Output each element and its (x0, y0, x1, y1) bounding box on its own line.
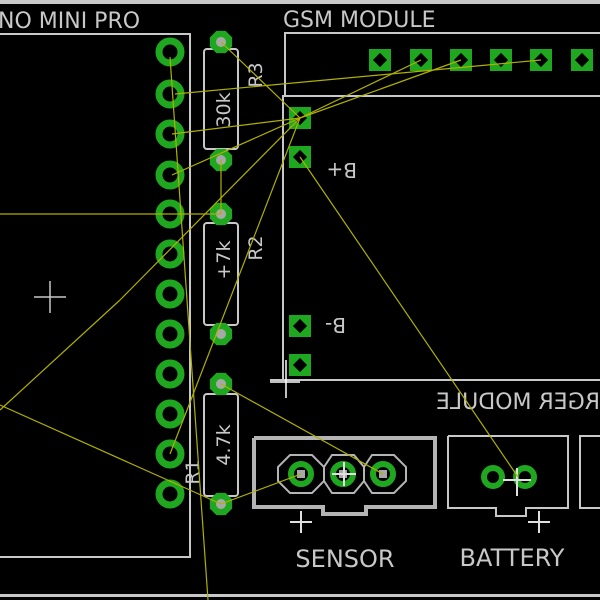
gsm-outline (284, 32, 600, 96)
airwire (169, 56, 209, 600)
pad-drill (216, 329, 226, 339)
top-border (0, 0, 600, 4)
airwire (299, 156, 519, 478)
sensor-label: SENSOR (295, 545, 394, 573)
charger-outline (270, 95, 600, 381)
charger-label: RGER MODULE (436, 390, 600, 415)
pad-drill (372, 52, 388, 68)
airwire (220, 383, 384, 475)
airwire (220, 473, 302, 505)
battery-pads (481, 465, 537, 489)
airwire (299, 59, 462, 119)
airwires (0, 41, 542, 600)
header-pad (155, 160, 185, 190)
battery-connector-outline (447, 435, 600, 517)
airwire (171, 117, 301, 176)
sensor-pad (288, 461, 314, 487)
pad-drill (292, 357, 308, 373)
battery-label: BATTERY (460, 544, 565, 572)
airwire (299, 59, 422, 119)
arduino-label: NO MINI PRO (0, 9, 140, 34)
origin-crosses (290, 462, 550, 533)
arduino-outline (0, 33, 191, 558)
gsm-label: GSM MODULE (283, 8, 436, 33)
header-pad (155, 279, 185, 309)
r1-value: 4.7k (213, 424, 235, 465)
battery-pad (481, 465, 505, 489)
b-minus-label: B- (325, 313, 346, 337)
arduino-header-pads (155, 37, 185, 509)
r1-name: R1 (182, 459, 204, 484)
airwire (171, 117, 301, 135)
sensor-connector-outline (252, 436, 437, 516)
b-plus-label: B+ (327, 158, 357, 182)
airwire (220, 41, 301, 119)
airwire (169, 117, 301, 455)
pad-drill (292, 318, 308, 334)
header-pad (155, 119, 185, 149)
header-pad (155, 479, 185, 509)
header-pad (155, 239, 185, 269)
header-pad (155, 439, 185, 469)
r3-value: 30k (213, 92, 235, 127)
charger-pads (289, 107, 311, 376)
header-pad (155, 319, 185, 349)
airwire (0, 404, 222, 505)
header-pad (155, 399, 185, 429)
battery-pad (513, 465, 537, 489)
arduino-origin-cross (34, 281, 66, 313)
r2-value: +7k (213, 240, 235, 279)
bottom-border (0, 594, 600, 597)
airwire (119, 117, 301, 301)
pad-drill (574, 52, 590, 68)
charger-origin-cross (270, 360, 300, 398)
airwire (174, 59, 542, 95)
r2-name: R2 (245, 235, 267, 260)
airwire (0, 299, 121, 411)
sensor-pad (370, 461, 396, 487)
header-pad (155, 359, 185, 389)
gsm-pads (369, 49, 593, 71)
